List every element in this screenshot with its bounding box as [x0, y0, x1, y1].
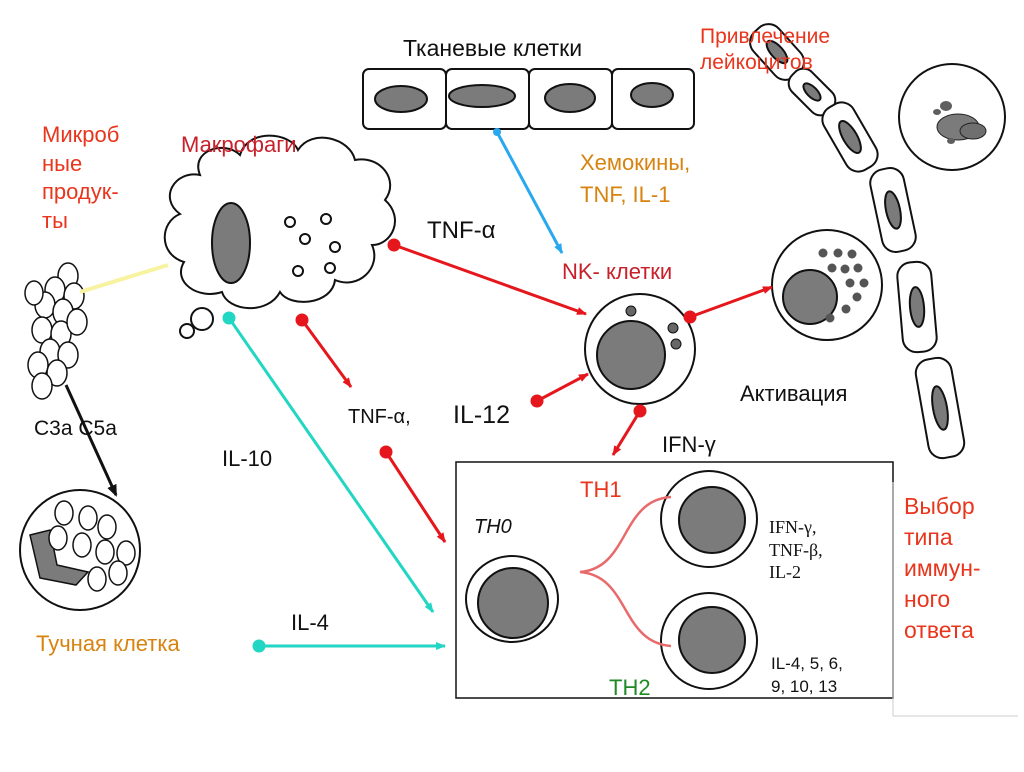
th2-label: TH2: [609, 675, 651, 700]
nk-cells-label: NK- клетки: [562, 259, 673, 284]
il10-label: IL-10: [222, 446, 273, 471]
th1-cytokines-label: IFN-γ, TNF-β, IL-2: [769, 517, 823, 582]
il12-to-nk-arrow: [536, 372, 589, 403]
immune-choice-label: Выбор типа иммун- ного ответа: [904, 493, 981, 644]
macrophage-to-il12-arrow: [300, 319, 353, 388]
nk-activation-arrow: [689, 285, 773, 319]
th1-label: TH1: [580, 477, 622, 502]
il4-label: IL-4: [291, 610, 329, 635]
il10-arrow: [227, 317, 435, 613]
tissue-cells-label: Тканевые клетки: [403, 35, 583, 61]
th0-label: TH0: [474, 516, 512, 538]
th-differentiation-branch: [579, 495, 672, 648]
th2-cell: [660, 592, 758, 690]
ifn-gamma-label: IFN-γ: [662, 432, 716, 457]
il12-to-th0-arrow: [384, 451, 447, 543]
macrophage: [163, 134, 396, 339]
macrophages-label: Макрофаги: [181, 132, 297, 157]
microbe-to-macrophage-line: [79, 263, 169, 294]
leukocyte-recruitment-label: Привлечение лейкоцитов: [700, 25, 831, 75]
nk-cell: [584, 293, 696, 405]
mast-cell-label: Тучная клетка: [36, 631, 180, 656]
chemokine-arrow: [495, 131, 564, 254]
th2-cytokines-label: IL-4, 5, 6, 9, 10, 13: [771, 654, 843, 696]
th1-cell: [660, 470, 758, 568]
tissue-cells: [362, 68, 695, 130]
ifn-to-th-arrow: [611, 410, 642, 456]
chemokines-label: Хемокины, TNF, IL-1: [580, 150, 691, 207]
microbial-products-label: Микроб ные продук- ты: [42, 122, 120, 233]
tnf-to-nk-arrow: [393, 243, 587, 316]
tnf-il12-label-tnf: TNF-α,: [348, 406, 411, 428]
c3a-c5a-label: C3a C5a: [34, 417, 117, 440]
activation-label: Активация: [740, 381, 848, 406]
tnf-il12-label-il12: IL-12: [453, 401, 510, 429]
tnf-alpha-label: TNF-α: [427, 217, 496, 244]
microbial-cluster: [24, 262, 88, 400]
th0-cell: [465, 555, 559, 643]
mast-cell-arrow: [64, 384, 118, 497]
phagocyte-with-microbes: [898, 63, 1006, 171]
mast-cell: [19, 489, 141, 611]
choice-panel-border: [892, 482, 1018, 717]
blood-vessel-cells: [749, 23, 966, 460]
activated-cell: [771, 229, 883, 341]
